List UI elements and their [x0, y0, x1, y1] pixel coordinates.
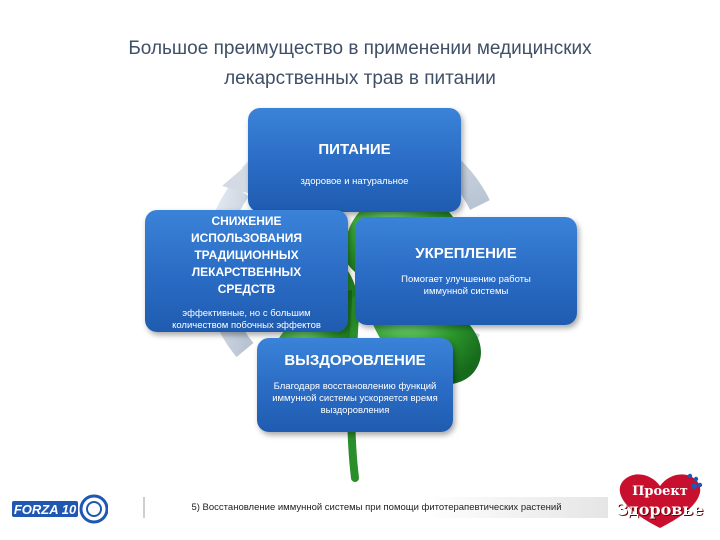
forza10-logo: FORZA 10	[12, 494, 108, 524]
strengthening-subtext: Помогает улучшению работы иммунной систе…	[401, 273, 531, 297]
nutrition-subtext: здоровое и натуральное	[300, 175, 409, 187]
slide-caption: 5) Восстановление иммунной системы при п…	[143, 497, 608, 518]
project-health-logo: Проект Здоровье	[610, 470, 710, 530]
nutrition-heading: ПИТАНИЕ	[318, 140, 391, 158]
recovery-box: ВЫЗДОРОВЛЕНИЕ Благодаря восстановлению ф…	[257, 338, 453, 432]
forza-logo-text: FORZA 10	[14, 502, 77, 517]
nutrition-box: ПИТАНИЕ здоровое и натуральное	[248, 108, 461, 212]
logo-line-1: Проект	[632, 484, 688, 499]
strengthening-heading: УКРЕПЛЕНИЕ	[415, 244, 517, 262]
recovery-heading: ВЫЗДОРОВЛЕНИЕ	[284, 352, 426, 369]
reduction-box: СНИЖЕНИЕ ИСПОЛЬЗОВАНИЯ ТРАДИЦИОННЫХ ЛЕКА…	[145, 210, 348, 332]
logo-line-2: Здоровье	[616, 500, 704, 519]
recovery-subtext: Благодаря восстановлению функций иммунно…	[272, 381, 438, 416]
reduction-subtext: эффективные, но с большим количеством по…	[172, 308, 321, 331]
reduction-heading: СНИЖЕНИЕ ИСПОЛЬЗОВАНИЯ ТРАДИЦИОННЫХ ЛЕКА…	[190, 214, 303, 296]
slide-title: Большое преимущество в применении медици…	[128, 38, 592, 89]
strengthening-box: УКРЕПЛЕНИЕ Помогает улучшению работы имм…	[355, 217, 577, 325]
